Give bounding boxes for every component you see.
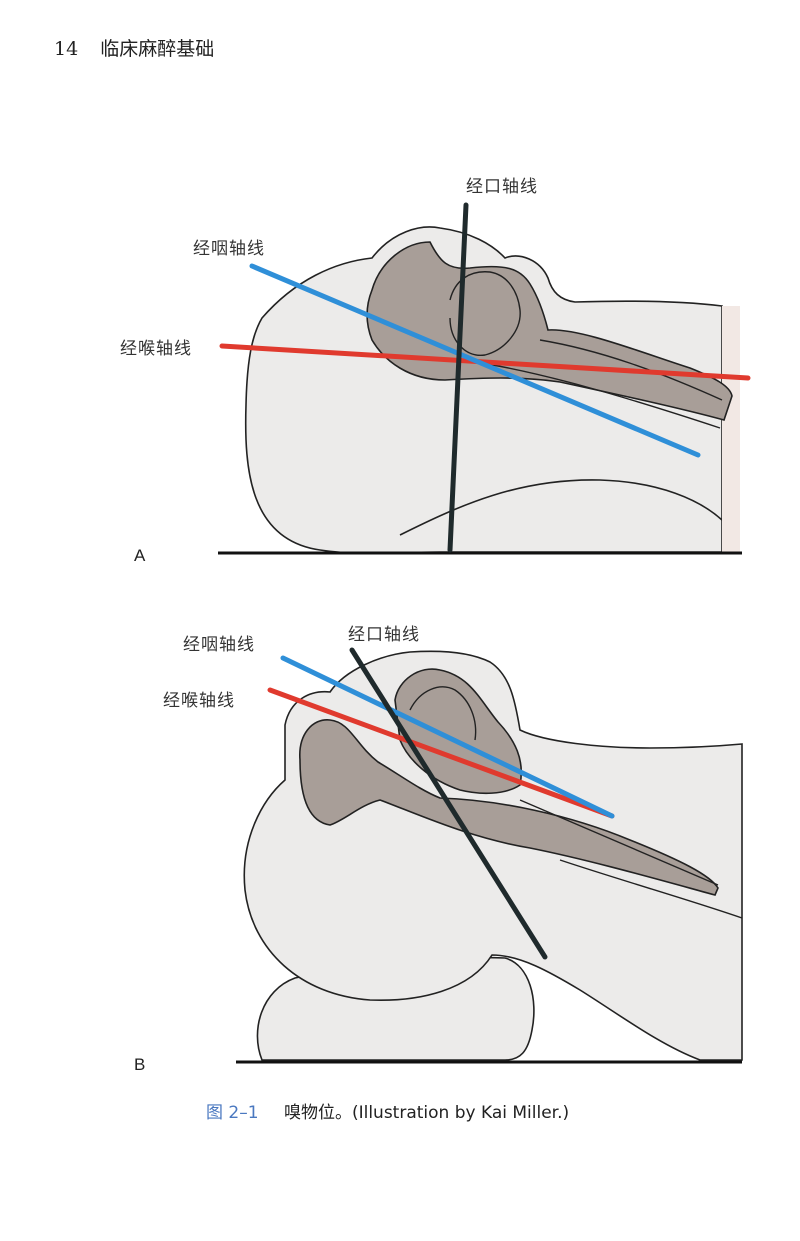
panel-b-jaw-bone <box>394 668 522 795</box>
panel-b-illustration <box>236 647 743 1064</box>
panel-b-laryngeal-axis-line <box>267 687 615 819</box>
panel-a-laryngeal-axis-label: 经喉轴线 <box>120 339 192 359</box>
panel-a-head-silhouette <box>244 226 723 555</box>
panel-a-lower-contour <box>474 361 721 429</box>
panel-b-shoulder-contour <box>559 859 743 919</box>
panel-a-shoulder-fill <box>722 306 740 552</box>
running-header: 14 临床麻醉基础 <box>54 34 214 61</box>
panel-b-trachea-line <box>519 799 719 886</box>
panel-a-illustration <box>218 202 751 555</box>
panel-a-inner-contour <box>449 271 521 356</box>
panel-b-laryngeal-axis-label: 经喉轴线 <box>163 691 235 711</box>
panel-b-oral-axis-label: 经口轴线 <box>348 625 420 645</box>
panel-a-pharyngeal-axis-label: 经咽轴线 <box>193 239 265 259</box>
panel-b-inner-contour <box>409 686 477 741</box>
figure-caption: 图 2–1 嗅物位。(Illustration by Kai Miller.) <box>206 1098 569 1123</box>
panel-b-pharyngeal-axis-line <box>280 655 615 819</box>
book-title: 临床麻醉基础 <box>100 38 215 60</box>
panel-b-airway-bone <box>299 719 719 896</box>
panel-b-letter: B <box>134 1055 146 1074</box>
figure-caption-text: 嗅物位。(Illustration by Kai Miller.) <box>283 1103 570 1123</box>
page-number: 14 <box>54 38 79 60</box>
figure-number: 图 2–1 <box>206 1103 259 1123</box>
panel-a-trachea-line <box>539 339 723 401</box>
panel-b-oral-axis-line <box>349 647 548 960</box>
panel-a-letter: A <box>134 546 146 565</box>
panel-a-oral-axis-line <box>447 202 469 553</box>
panel-a-oral-axis-label: 经口轴线 <box>466 177 538 197</box>
panel-a-laryngeal-axis-line <box>219 343 751 381</box>
panel-b-pharyngeal-axis-label: 经咽轴线 <box>183 635 255 655</box>
panel-a-pharyngeal-axis-line <box>249 263 701 458</box>
